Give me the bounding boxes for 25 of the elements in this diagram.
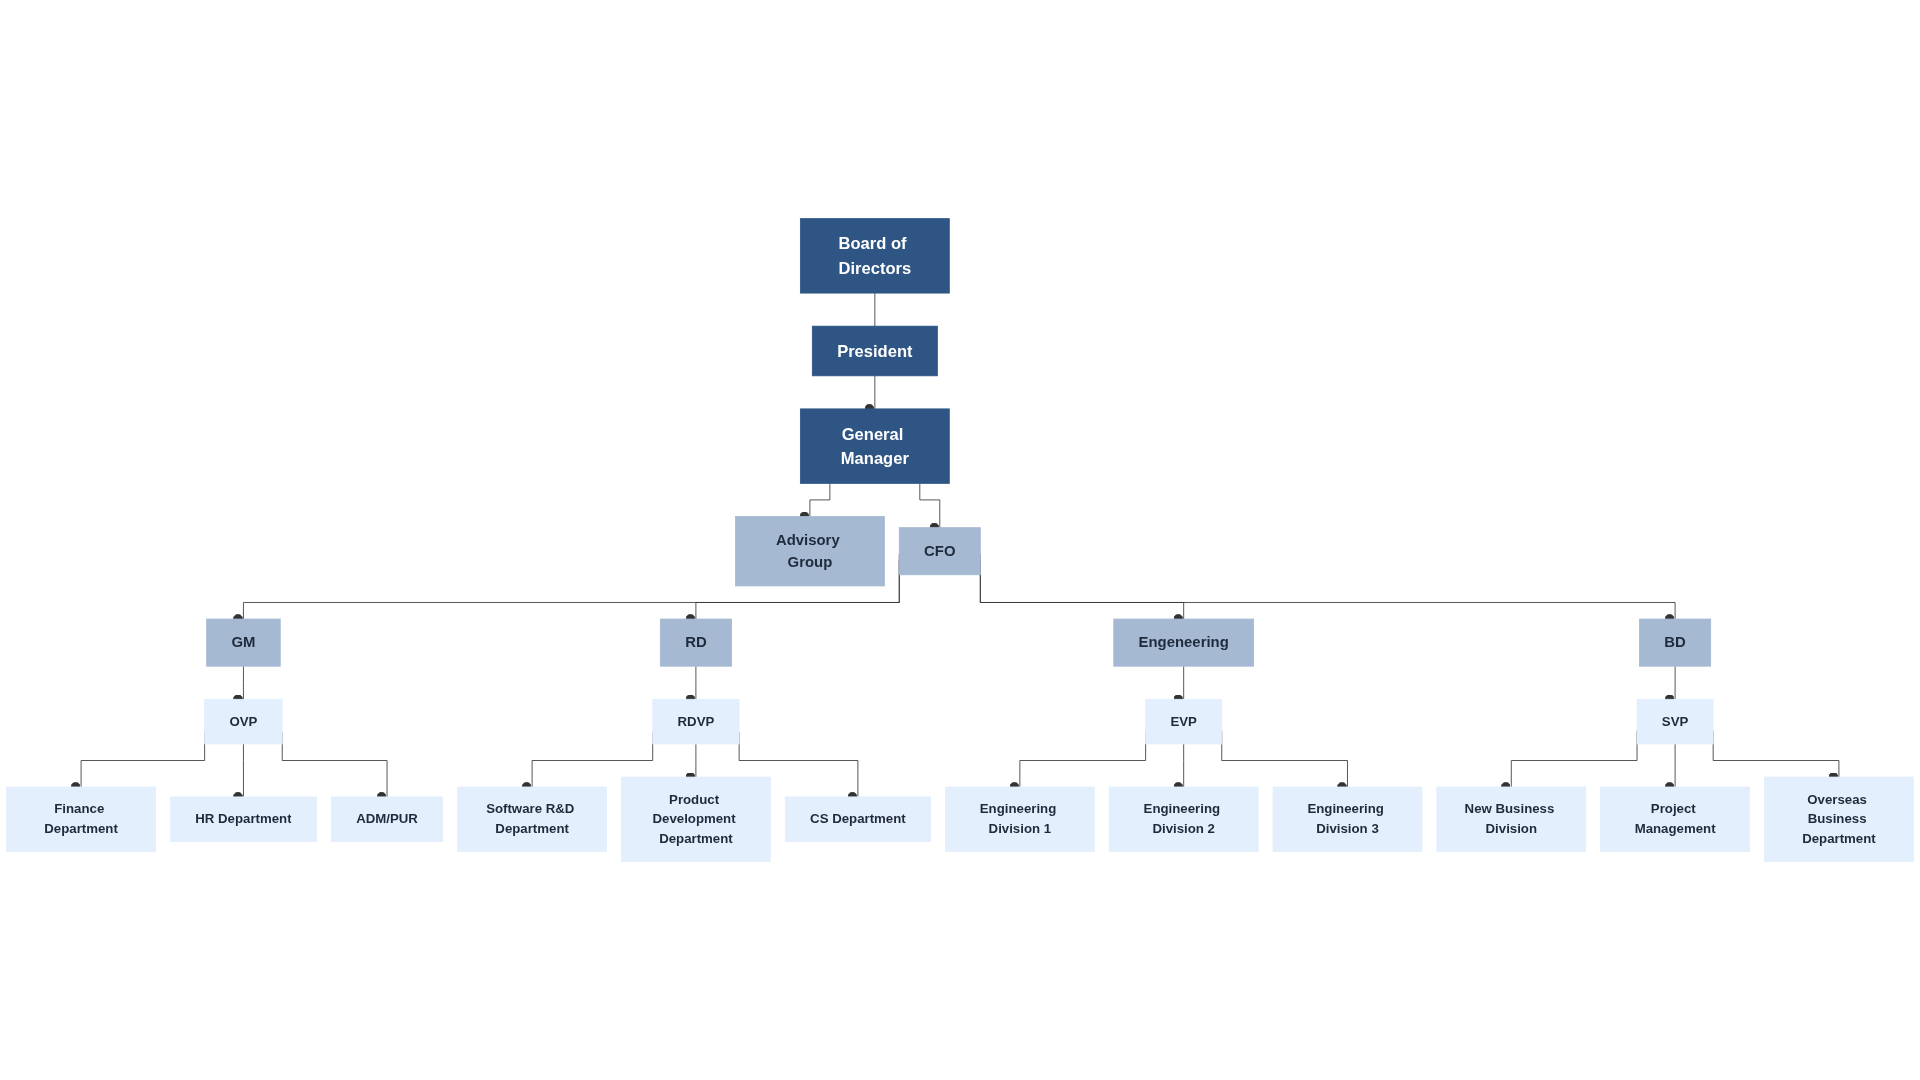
node-box: RD: [659, 618, 732, 667]
node-box: BD: [1639, 618, 1712, 667]
node-box: Engineering Division 3: [1272, 786, 1423, 852]
node-box: RDVP: [652, 698, 740, 745]
node-box: CFO: [898, 527, 981, 576]
node-box: Overseas Business Department: [1764, 776, 1914, 862]
node-box: President: [811, 325, 938, 377]
node-box: Engeneering: [1113, 618, 1254, 667]
node-box: ADM/PUR: [330, 796, 444, 842]
node-box: CS Department: [784, 796, 931, 842]
node-box: OVP: [204, 698, 283, 745]
connector: [874, 292, 876, 327]
node-box: Product Development Department: [621, 776, 771, 862]
node-box: Engineering Division 1: [945, 786, 1095, 852]
node-box: Software R&D Department: [457, 786, 607, 852]
node-box: General Manager: [799, 408, 950, 484]
node-box: GM: [206, 618, 281, 667]
node-box: New Business Division: [1436, 786, 1587, 852]
node-box: HR Department: [170, 796, 317, 842]
node-box: Finance Department: [6, 786, 156, 852]
node-box: SVP: [1636, 698, 1714, 745]
node-box: Engineering Division 2: [1108, 786, 1259, 852]
node-box: EVP: [1145, 698, 1223, 745]
node-box: Project Management: [1600, 786, 1750, 852]
node-box: Board of Directors: [799, 218, 950, 294]
